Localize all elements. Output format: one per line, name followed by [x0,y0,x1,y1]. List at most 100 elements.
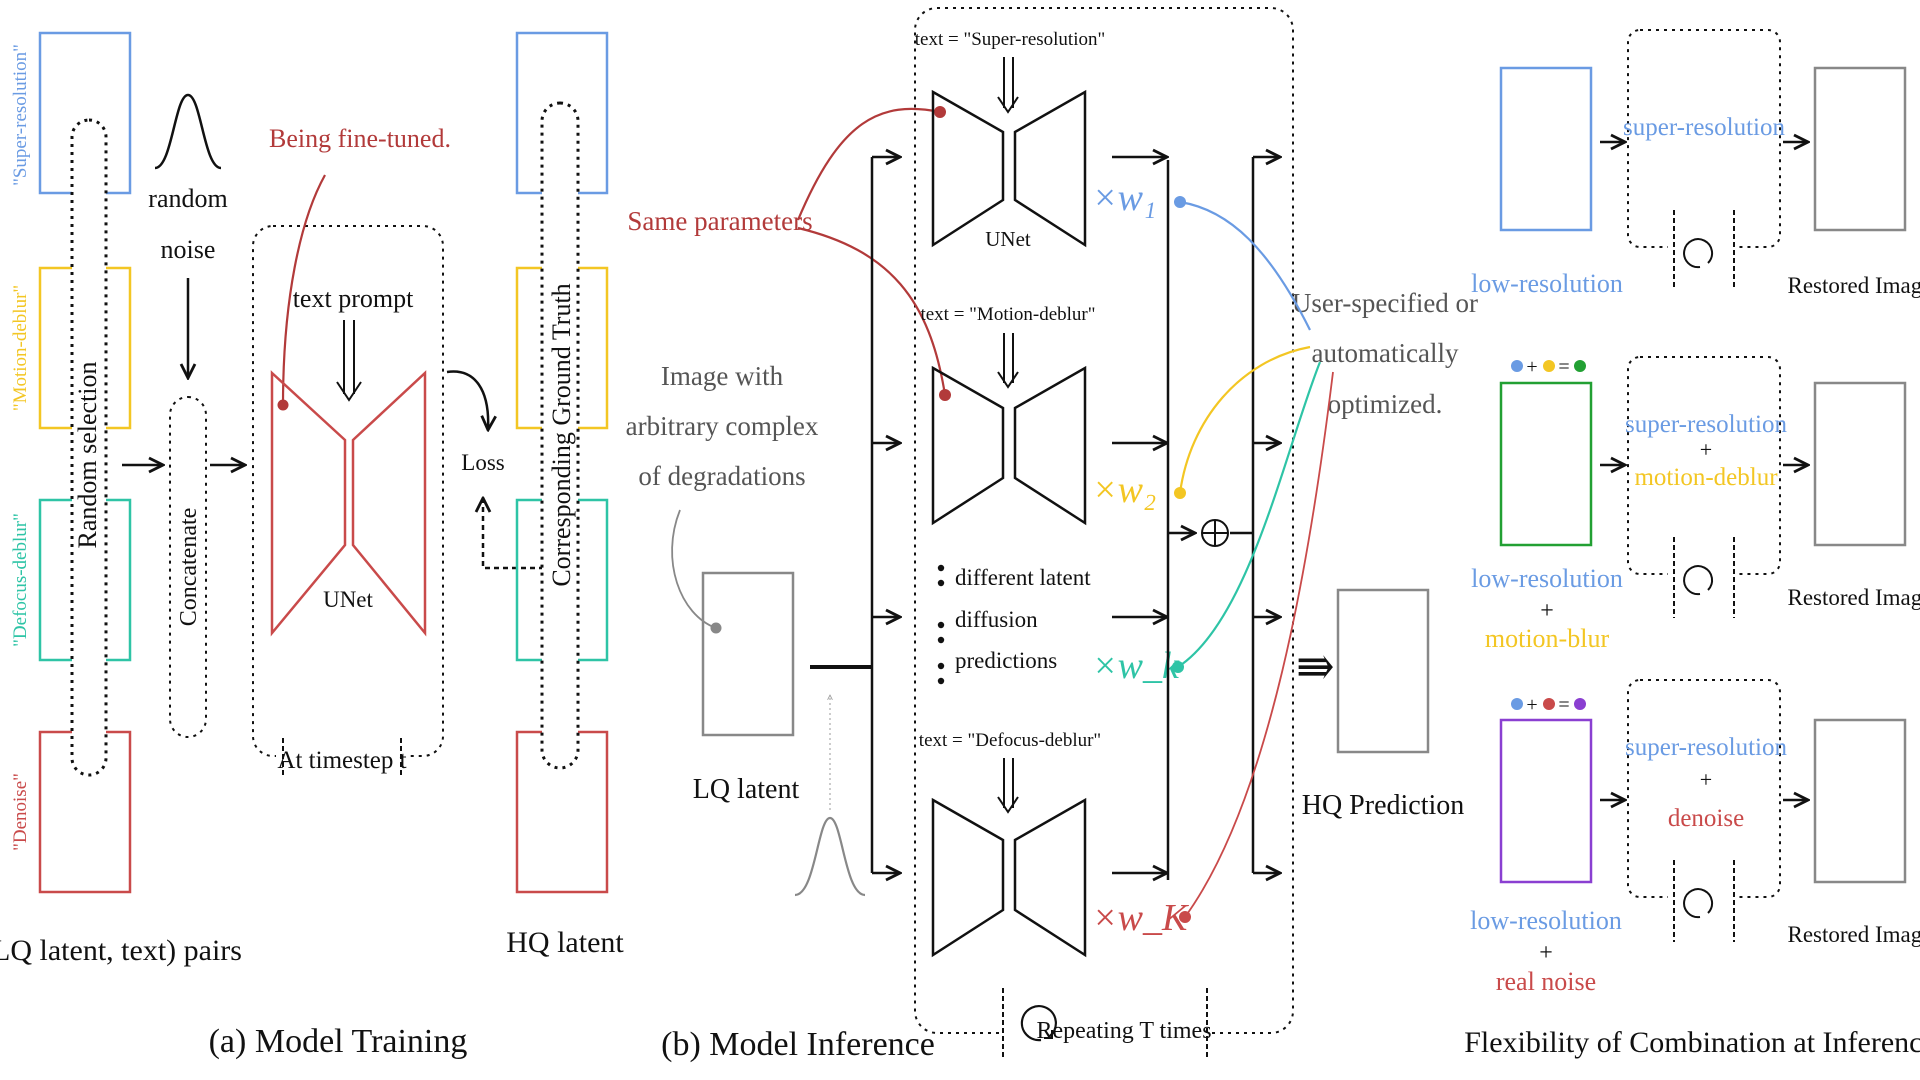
flex-row3-op-2: + [1700,767,1712,792]
flex-row2-input-3: motion-blur [1485,624,1610,653]
user-specified-3: optimized. [1328,389,1443,419]
user-specified-1: User-specified or [1292,288,1478,318]
ground-truth-label: Corresponding Ground Truth [547,283,576,586]
degradation-pointer [671,509,717,629]
flexibility-caption: Flexibility of Combination at Inference [1464,1026,1920,1059]
text-defocus-deblur: text = "Defocus-deblur" [919,730,1101,751]
degradation-label-1: Image with [661,361,784,391]
weight-wk: ×w_k [1092,645,1180,687]
flex-row1-op-box [1627,29,1781,248]
flex-row3-output-label: Restored Image [1788,922,1920,947]
degradation-dot [710,622,722,634]
flex-row3-output-box [1813,718,1907,884]
flex-row1-input-label: low-resolution [1471,269,1623,298]
loss-label: Loss [461,450,505,475]
noise-label-top: random [148,184,227,213]
flex-row1-input-box [1499,66,1593,232]
degradation-label-3: of degradations [638,461,805,491]
flex-row3-input-3: real noise [1496,967,1596,996]
noise-label-bottom: noise [161,235,216,264]
svg-text:+: + [1526,356,1537,378]
flex-row2-input-2: + [1540,598,1554,624]
flex-row2-input-1: low-resolution [1471,564,1623,593]
unet-k-shape [931,797,1087,958]
svg-text:+: + [1526,694,1537,716]
text-prompt-label: text prompt [293,284,414,313]
flex-row3-op-3: denoise [1668,805,1744,832]
task-label-defocus-deblur: "Defocus-deblur" [10,513,31,647]
same-parameters-label: Same parameters [627,206,812,236]
same-param-curve-2 [797,226,947,396]
concatenate-label: Concatenate [176,508,202,627]
hq-latent-label: HQ latent [506,926,624,959]
loss-arrow-bottom [483,498,544,570]
fine-tuned-curve [281,174,326,406]
training-unet-shape [270,370,427,637]
unet-2-shape [931,365,1087,526]
flex-row2-op-box [1627,356,1781,575]
different-latent-3: predictions [955,648,1057,673]
lq-latent-box [701,571,795,737]
repeat-box [914,7,1294,1034]
svg-text:=: = [1558,356,1569,378]
flex-row2-output-label: Restored Image [1788,585,1920,610]
repeat-label: Repeating T times [1036,1018,1211,1044]
text-super-resolution: text = "Super-resolution" [915,29,1105,50]
loss-arrow-top [446,370,488,430]
same-param-curve-1 [796,107,941,221]
random-selection-pill [70,118,108,777]
text-motion-deblur: text = "Motion-deblur" [920,304,1095,325]
hq-prediction-label: HQ Prediction [1302,790,1465,821]
same-param-dot-1 [934,106,946,118]
task-label-super-resolution: "Super-resolution" [10,44,31,186]
hq-prediction-box [1336,588,1430,754]
unet-1-label: UNet [985,227,1031,251]
training-unet-label: UNet [323,587,373,612]
user-specified-2: automatically [1312,338,1459,368]
weight-link-w2 [1178,345,1311,494]
different-latent-1: different latent [955,565,1091,590]
flex-row3-input-1: low-resolution [1470,906,1622,935]
training-panel: "Super-resolution" "Motion-deblur" "Defo… [0,31,624,1060]
flex-row3-op-box [1627,679,1781,898]
flex-row2-op-2: + [1700,437,1712,462]
svg-text:=: = [1558,694,1569,716]
flex-row2-output-box [1813,381,1907,547]
flex-row2-op-1: super-resolution [1625,411,1787,438]
flex-row3-op-1: super-resolution [1625,734,1787,761]
implies-arrow: ⇛ [1296,641,1335,692]
fine-tuned-dot [277,399,289,411]
flex-row1-output-label: Restored Image [1788,273,1920,298]
different-latent-2: diffusion [955,607,1038,632]
flexibility-panel: low-resolution super-resolution Restored… [1464,29,1920,1059]
same-param-dot-2 [939,389,951,401]
flex-row3-input-2: + [1539,940,1553,966]
repeat-loop-icon [1020,1005,1057,1042]
random-selection-label: Random selection [73,361,102,548]
weight-w2: ×w₂ [1092,469,1156,511]
unet-1-shape [931,89,1087,248]
weight-link-wk [1177,361,1322,668]
flex-row1-op-1: super-resolution [1623,114,1785,141]
task-label-denoise: "Denoise" [10,773,31,851]
inference-panel: Repeating T times Same parameters Image … [626,7,1478,1063]
timestep-label: At timestep t [277,747,406,774]
flex-row2-op-3: motion-deblur [1634,464,1778,491]
weight-link-w1 [1179,200,1311,331]
training-caption: (a) Model Training [209,1023,468,1060]
concatenate-pill [169,396,207,738]
inference-gaussian-icon [794,816,866,897]
inference-caption: (b) Model Inference [661,1026,935,1063]
task-label-motion-deblur: "Motion-deblur" [10,285,31,411]
ground-truth-pill [540,101,580,770]
flex-row3-input-box [1499,718,1593,884]
weight-link-wK [1184,371,1334,918]
lq-latent-label: LQ latent [693,774,800,805]
lq-pairs-label: (LQ latent, text) pairs [0,934,242,967]
flex-row2-input-box [1499,381,1593,547]
weight-w1: ×w₁ [1092,177,1156,219]
noise-gaussian-icon [154,93,222,170]
weight-wK: ×w_K [1092,897,1189,939]
degradation-label-2: arbitrary complex [626,411,819,441]
